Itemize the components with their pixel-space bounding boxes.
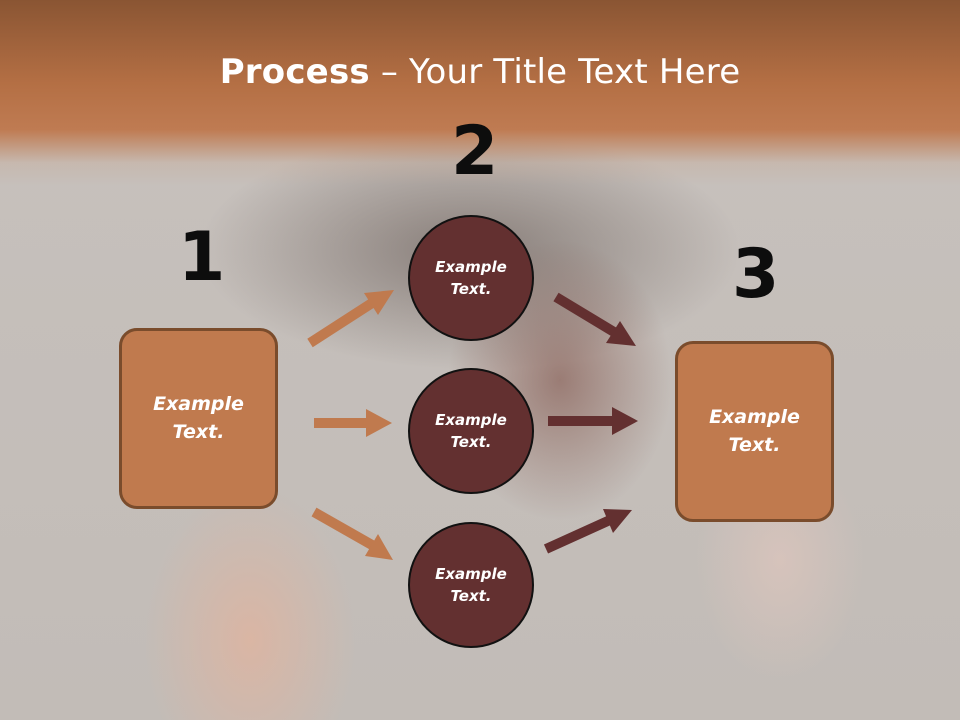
- step-number-3: 3: [732, 235, 780, 314]
- arrow-bottom-to-3: [543, 509, 632, 554]
- arrow-middle-to-3: [548, 407, 638, 435]
- title-band: [0, 0, 960, 185]
- arrow-1-to-bottom: [311, 507, 393, 560]
- title-bold: Process: [219, 52, 370, 92]
- arrow-1-to-middle: [314, 409, 392, 437]
- arrow-top-to-3: [553, 292, 636, 346]
- step-number-2: 2: [451, 112, 499, 191]
- step-number-1: 1: [178, 218, 226, 297]
- slide-title: Process – Your Title Text Here: [0, 52, 960, 92]
- arrow-1-to-top: [307, 290, 394, 348]
- title-rest: – Your Title Text Here: [369, 52, 741, 92]
